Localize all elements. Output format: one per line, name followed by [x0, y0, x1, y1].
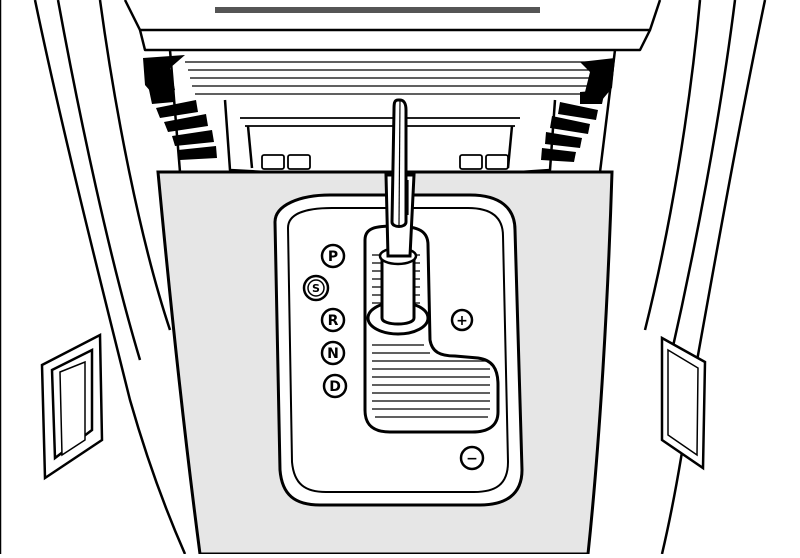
arrow-right-icon: [541, 58, 615, 162]
console-outline: [0, 0, 767, 555]
left-side-switch: [40, 332, 104, 481]
svg-text:N: N: [327, 346, 339, 362]
svg-text:+: +: [456, 313, 468, 329]
gear-p-indicator: P: [320, 243, 346, 269]
svg-text:S: S: [312, 282, 320, 295]
gear-lever[interactable]: [366, 98, 430, 336]
gear-s-indicator: S: [302, 274, 330, 302]
gear-r-indicator: R: [320, 307, 346, 333]
plus-icon: +: [450, 308, 474, 332]
right-side-switch: [660, 335, 707, 471]
svg-text:R: R: [328, 313, 339, 329]
gear-n-indicator: N: [320, 340, 346, 366]
svg-text:−: −: [466, 451, 478, 467]
minus-icon: −: [459, 445, 485, 471]
gear-d-indicator: D: [322, 373, 348, 399]
arrow-left-icon: [143, 55, 217, 160]
svg-text:P: P: [328, 249, 338, 265]
svg-text:D: D: [329, 379, 341, 395]
